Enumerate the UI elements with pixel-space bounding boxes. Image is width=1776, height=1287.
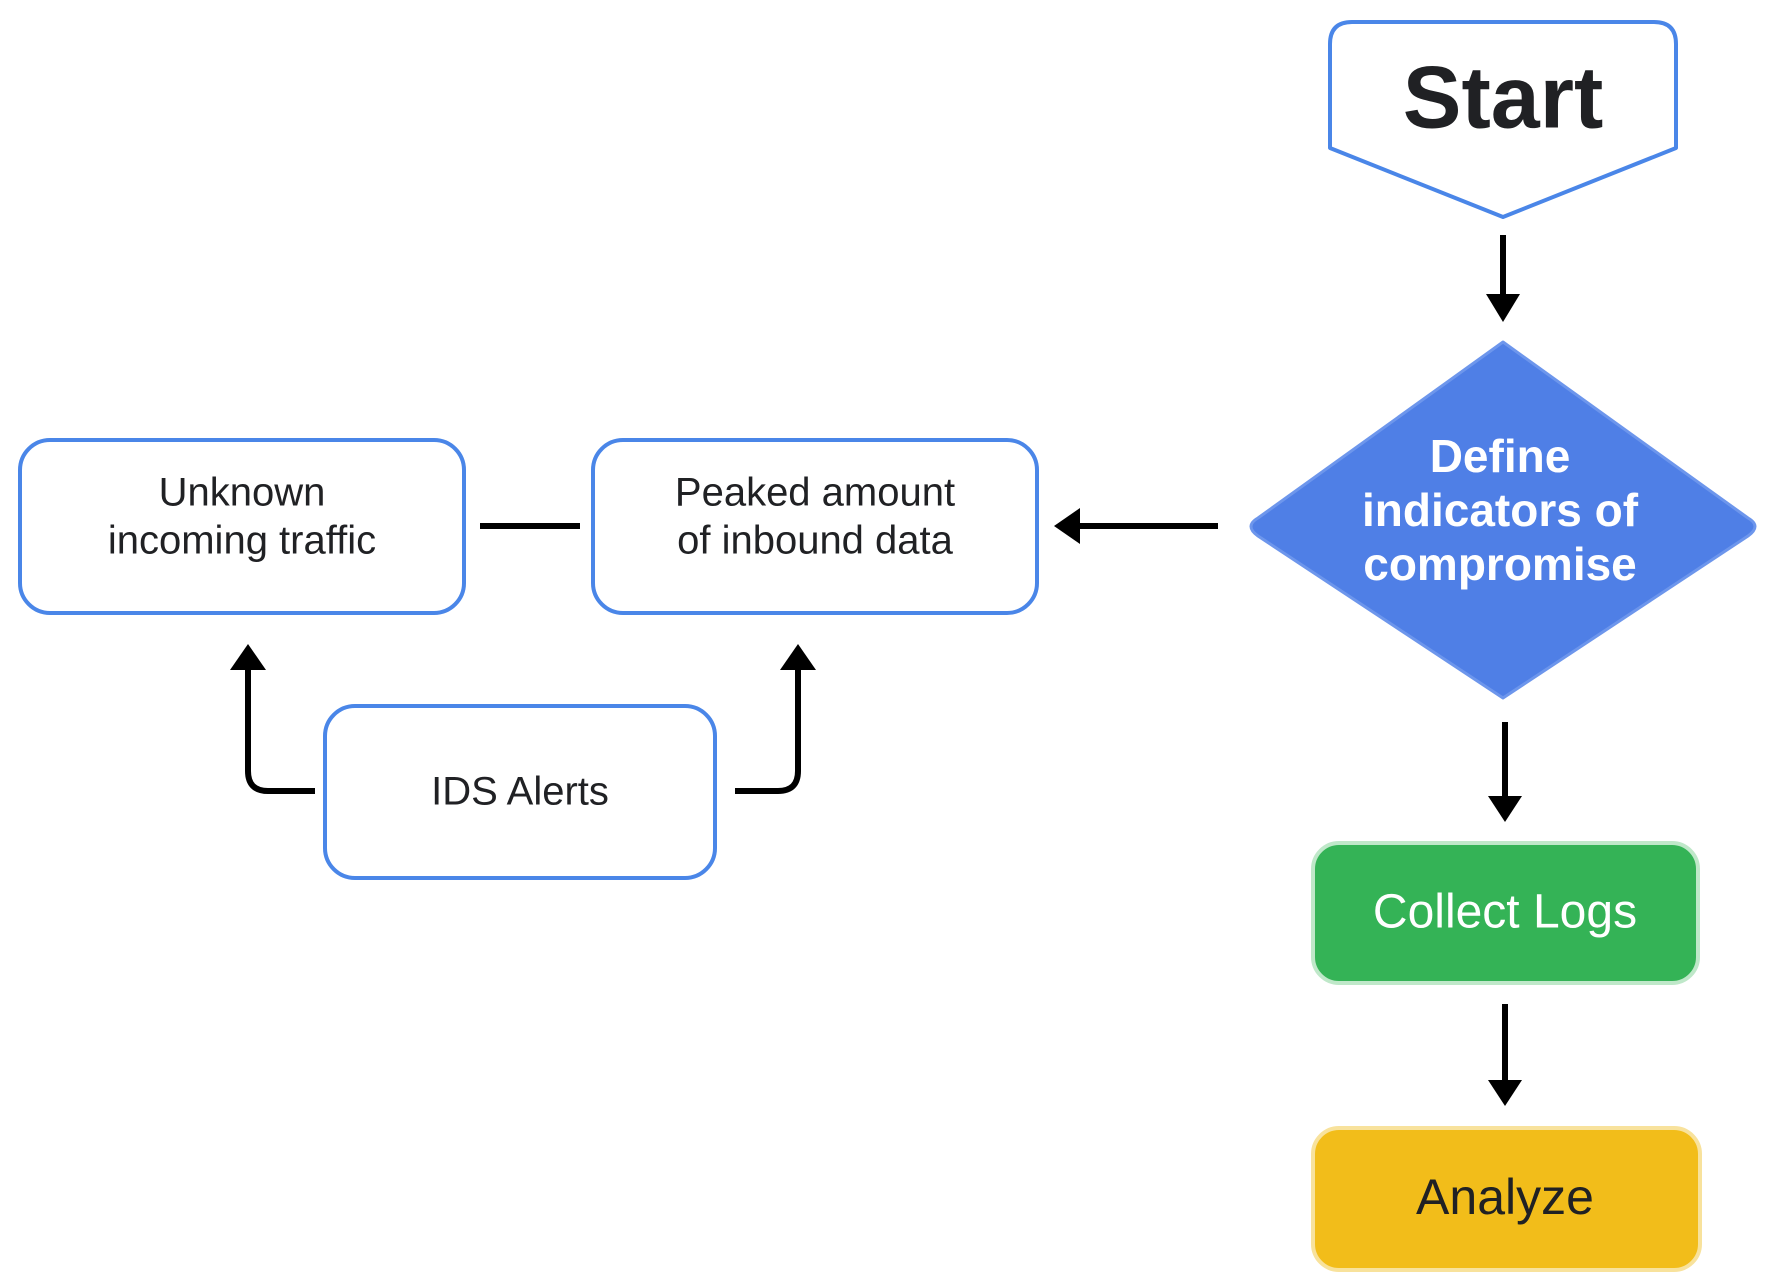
arrow-start-to-define: [1486, 235, 1520, 322]
start-node: Start: [1328, 20, 1678, 219]
peaked-box: [591, 438, 1039, 615]
arrow-ids-to-unknown: [230, 644, 315, 794]
ids-label: IDS Alerts: [431, 770, 609, 814]
define-label-line-1: Define: [1430, 430, 1571, 482]
connector-line: [245, 668, 315, 794]
unknown-box: [18, 438, 466, 615]
ids-alerts-node: IDS Alerts: [323, 704, 717, 880]
define-label-line-3: compromise: [1363, 538, 1637, 590]
arrow-head-icon: [1488, 1080, 1522, 1106]
start-shape: [1328, 20, 1678, 219]
arrow-head-icon: [780, 644, 816, 670]
analyze-box: [1311, 1126, 1702, 1272]
define-indicators-node: Define indicators of compromise: [1249, 340, 1757, 700]
peaked-label-line-1: Peaked amount: [675, 471, 955, 515]
peaked-inbound-node: Peaked amount of inbound data: [591, 438, 1039, 615]
collect-logs-label: Collect Logs: [1373, 886, 1637, 939]
collect-logs-node: Collect Logs: [1311, 841, 1700, 985]
arrow-define-to-peaked: [1054, 508, 1218, 544]
peaked-label-line-2: of inbound data: [677, 519, 954, 563]
arrow-head-icon: [1486, 294, 1520, 322]
unknown-label-line-1: Unknown: [159, 471, 326, 515]
unknown-traffic-node: Unknown incoming traffic: [18, 438, 466, 615]
arrow-head-icon: [1488, 796, 1522, 822]
define-diamond-shape: [1249, 340, 1757, 700]
analyze-node: Analyze: [1311, 1126, 1702, 1272]
arrow-collect-to-analyze: [1488, 1004, 1522, 1106]
start-label: Start: [1403, 47, 1604, 146]
collect-logs-box: [1311, 841, 1700, 985]
arrow-head-icon: [230, 644, 266, 670]
unknown-label-line-2: incoming traffic: [108, 519, 376, 563]
arrow-define-to-collect: [1488, 722, 1522, 822]
ids-box: [323, 704, 717, 880]
define-label-line-2: indicators of: [1362, 484, 1639, 536]
connector-line: [735, 668, 801, 794]
arrow-head-icon: [1054, 508, 1080, 544]
arrow-ids-to-peaked: [735, 644, 816, 794]
analyze-label: Analyze: [1416, 1169, 1594, 1225]
